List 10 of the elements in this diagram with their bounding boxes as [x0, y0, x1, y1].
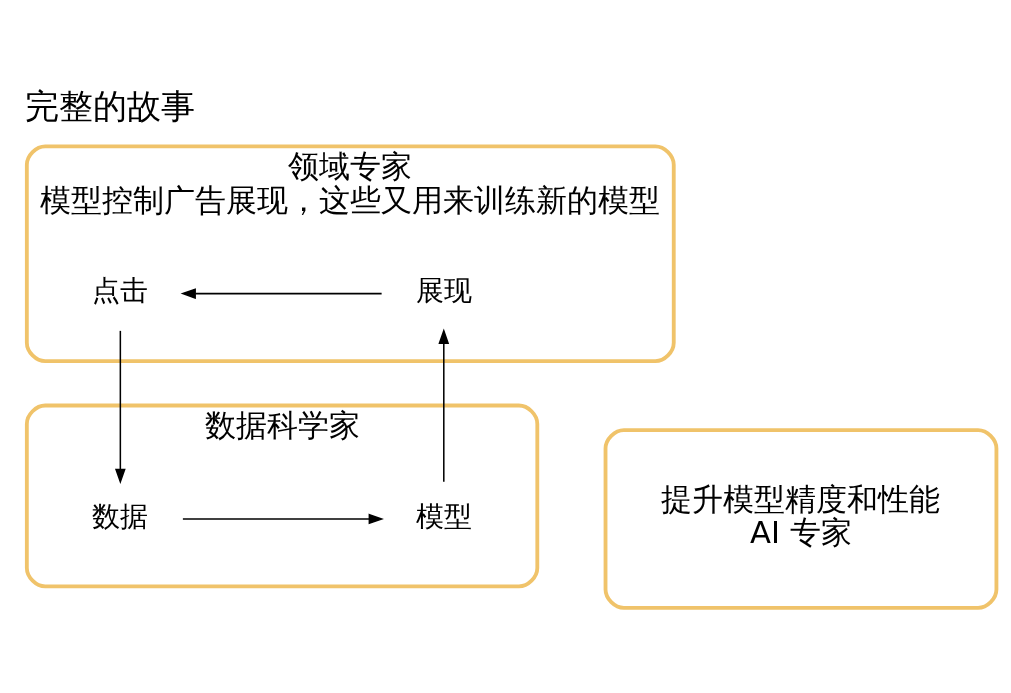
- node-text: 展现: [415, 274, 472, 308]
- node-text: 数据: [92, 499, 149, 533]
- arrow: [182, 513, 384, 525]
- node-text: 点击: [92, 274, 149, 308]
- node-box: 提升模型精度和性能 AI 专家: [603, 428, 999, 610]
- node-text: 模型: [415, 499, 472, 533]
- diagram-title: 完整的故事: [25, 87, 196, 127]
- arrow: [180, 288, 383, 299]
- arrow: [438, 328, 450, 483]
- arrow: [114, 330, 126, 485]
